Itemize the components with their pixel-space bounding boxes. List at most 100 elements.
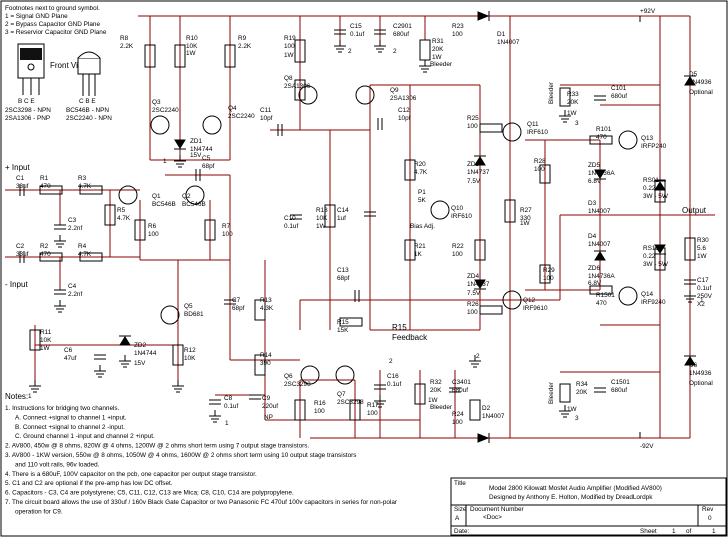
component-id-r15: R15 xyxy=(337,319,349,326)
component-id-r4: R4 xyxy=(78,243,87,250)
component-id-c2: C2 xyxy=(16,243,25,250)
package-to92-right xyxy=(77,51,101,96)
title-block-sheet-total: 1 xyxy=(712,528,716,535)
title-block-size: A xyxy=(455,515,460,522)
component-value-q12: IRF9610 xyxy=(523,305,548,312)
note-line: C. Ground channel 1 -input and channel 2… xyxy=(15,433,155,440)
neg-rail-label: -92V xyxy=(640,443,654,450)
note-line: 1. Instructions for bridging two channel… xyxy=(5,405,120,412)
component-value-c101: 680uf xyxy=(611,93,627,100)
component-value-r16: 100 xyxy=(314,408,325,415)
component-id-r12: R12 xyxy=(184,347,196,354)
title-block-title-2: Designed by Anthony E. Holton, Modified … xyxy=(489,494,653,501)
bias-adj-label: Bias Adj. xyxy=(410,223,435,230)
component-value-c4: 2.2nf xyxy=(68,291,82,298)
component-id-r1: R1 xyxy=(40,175,49,182)
component-id-d2: D2 xyxy=(482,405,491,412)
component-value-d2: 1N4007 xyxy=(482,413,505,420)
component-value-c13: 68pf xyxy=(337,275,350,282)
component-value-r21: 1K xyxy=(414,251,423,258)
bleeder-r33-label: Bleeder xyxy=(548,81,555,104)
svg-text:1W: 1W xyxy=(186,50,197,57)
component-id-q13: Q13 xyxy=(641,135,654,142)
component-value-d4: 1N4007 xyxy=(588,241,611,248)
component-id-d1: D1 xyxy=(497,31,506,38)
component-id-d6: D6 xyxy=(689,362,698,369)
component-value-c5: 68pf xyxy=(202,163,215,170)
component-id-r5: R5 xyxy=(117,207,126,214)
resistor-symbols xyxy=(29,39,696,421)
note-line: 6. Capacitors - C3, C4 are polystyrene; … xyxy=(5,490,294,497)
bleeder-bottom-label: Bleeder xyxy=(430,404,453,411)
component-value-d5: 1N4936 xyxy=(689,79,712,86)
title-block-rev: 0 xyxy=(708,515,712,522)
footnote-line-2: 2 = Bypass Capacitor GND Plane xyxy=(5,21,100,28)
note-line: 3. AV800 - 1KW version, 550w @ 8 ohms, 1… xyxy=(5,452,356,459)
component-id-rs15: RS15 xyxy=(643,245,659,252)
title-block-sheet-num: 1 xyxy=(672,528,676,535)
component-value-r11: 10K xyxy=(40,337,52,344)
component-id-q8: Q8 xyxy=(284,75,293,82)
component-id-r18: R18 xyxy=(316,207,328,214)
component-value-rs15: 0.22 xyxy=(643,253,656,260)
rating-labels: 1W 15V 1W 1W 1W 7.5V 1W 7.5V 6.8V 6.8V 3… xyxy=(40,50,713,421)
component-id-c17: C17 xyxy=(697,277,709,284)
component-value-r17: 100 xyxy=(367,410,378,417)
svg-text:15V: 15V xyxy=(134,360,146,367)
component-id-r9: R9 xyxy=(238,35,247,42)
component-value-r15: 15K xyxy=(337,327,349,334)
component-id-r28: R28 xyxy=(534,158,546,165)
component-value-q7: 2SC3298 xyxy=(337,399,364,406)
component-value-c1: 33uf xyxy=(16,183,29,190)
component-id-q11: Q11 xyxy=(527,121,539,128)
note-line: 4. There is a 680uF, 100V capacitor on t… xyxy=(5,471,257,478)
component-id-c3: C3 xyxy=(68,217,77,224)
svg-text:3W - 5W: 3W - 5W xyxy=(643,261,669,268)
component-value-q9: 2SA1306 xyxy=(390,95,417,102)
title-block-sheet-label: Sheet xyxy=(640,528,657,535)
component-id-q2: Q2 xyxy=(182,193,191,200)
component-value-r30: 5.6 xyxy=(697,245,706,252)
component-id-r31: R31 xyxy=(432,38,444,45)
component-id-r1501: R1501 xyxy=(596,292,615,299)
component-value-r8: 2.2K xyxy=(120,43,134,50)
svg-text:Optional: Optional xyxy=(689,380,713,387)
notes-title: Notes: xyxy=(5,392,28,401)
component-id-c10: C10 xyxy=(284,215,296,222)
svg-text:1W: 1W xyxy=(520,220,531,227)
component-id-r3: R3 xyxy=(78,175,87,182)
component-value-r34: 20K xyxy=(576,389,588,396)
component-id-r8: R8 xyxy=(120,35,129,42)
svg-text:1: 1 xyxy=(28,393,32,400)
component-id-q7: Q7 xyxy=(337,391,346,398)
note-line: operation for C9. xyxy=(15,508,63,515)
ground-plane-numbers: 1 1 2 2 2 2 3 3 1 1 xyxy=(28,48,704,427)
component-id-r33: R33 xyxy=(567,91,579,98)
svg-text:NP: NP xyxy=(264,414,273,421)
svg-text:1: 1 xyxy=(700,297,704,304)
component-id-r19: R19 xyxy=(284,35,296,42)
component-value-r14: 390 xyxy=(260,360,271,367)
component-id-c14: C14 xyxy=(337,207,349,214)
svg-text:1W: 1W xyxy=(567,110,578,117)
component-value-q2: BC546B xyxy=(182,201,206,208)
component-id-rs01: RS01 xyxy=(643,177,659,184)
component-value-r29: 100 xyxy=(543,275,554,282)
svg-text:1: 1 xyxy=(163,158,167,165)
title-block-of-label: of xyxy=(686,528,692,535)
component-value-r33: 20K xyxy=(567,99,579,106)
component-id-zd2: ZD2 xyxy=(134,342,147,349)
component-id-r22: R22 xyxy=(452,243,464,250)
footnote-line-1: 1 = Signal GND Plane xyxy=(5,13,68,20)
component-id-zd3: ZD3 xyxy=(467,161,480,168)
pos-rail-label: +92V xyxy=(640,8,656,15)
component-value-d6: 1N4936 xyxy=(689,370,712,377)
component-id-c1: C1 xyxy=(16,175,25,182)
component-value-c7: 68pf xyxy=(232,305,245,312)
ground-symbols xyxy=(29,16,696,438)
svg-text:X2: X2 xyxy=(697,301,705,308)
svg-text:2: 2 xyxy=(476,353,480,360)
